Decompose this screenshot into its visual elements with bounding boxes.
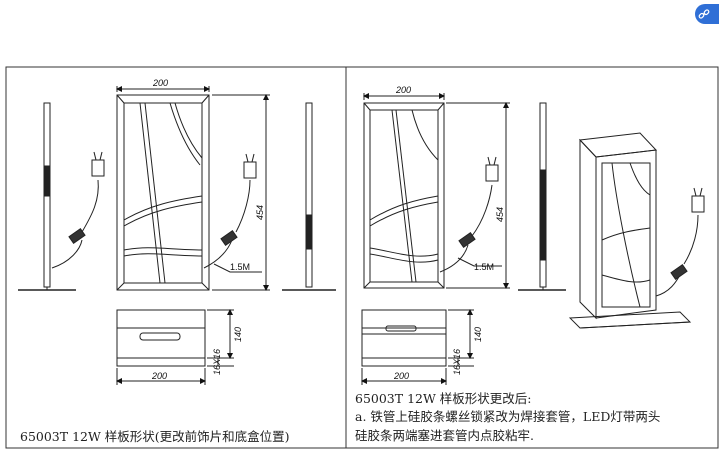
left-right-side-view <box>282 102 336 291</box>
right-side-view <box>518 102 566 291</box>
right-isometric-view <box>568 132 705 329</box>
right-dim-height: 454 <box>495 207 505 222</box>
right-box-top-view <box>361 309 474 385</box>
right-box-thickness: 16X16 <box>452 349 462 375</box>
right-caption-line2: a. 铁管上硅胶条螺丝锁紧改为焊接套管，LED灯带两头 <box>355 409 661 424</box>
right-dim-width-bottom: 200 <box>393 371 409 381</box>
left-dim-width-bottom: 200 <box>151 371 167 381</box>
left-box-thickness: 16X16 <box>212 349 222 375</box>
left-dim-width-top: 200 <box>152 78 168 88</box>
right-box-height: 140 <box>473 327 483 342</box>
right-front-view <box>363 93 510 289</box>
right-cable-length: 1.5M <box>474 262 494 272</box>
left-cable-plug <box>203 153 262 273</box>
right-cable-plug <box>439 156 502 273</box>
link-badge[interactable] <box>695 4 719 24</box>
left-caption: 65003T 12W 样板形状(更改前饰片和底盒位置) <box>20 429 290 444</box>
left-box-height: 140 <box>233 327 243 342</box>
left-side-view <box>18 102 105 291</box>
right-caption-line1: 65003T 12W 样板形状更改后: <box>355 391 532 406</box>
left-cable-length: 1.5M <box>230 262 250 272</box>
right-dim-width-top: 200 <box>395 85 411 95</box>
right-caption-line3: 硅胶条两端塞进套管内点胶粘牢. <box>355 428 534 443</box>
link-icon <box>698 9 710 19</box>
left-front-view <box>116 86 270 291</box>
left-panel-frame <box>5 66 347 449</box>
left-dim-height: 454 <box>255 205 265 220</box>
left-box-top-view <box>116 309 234 385</box>
right-panel-frame <box>345 66 719 449</box>
